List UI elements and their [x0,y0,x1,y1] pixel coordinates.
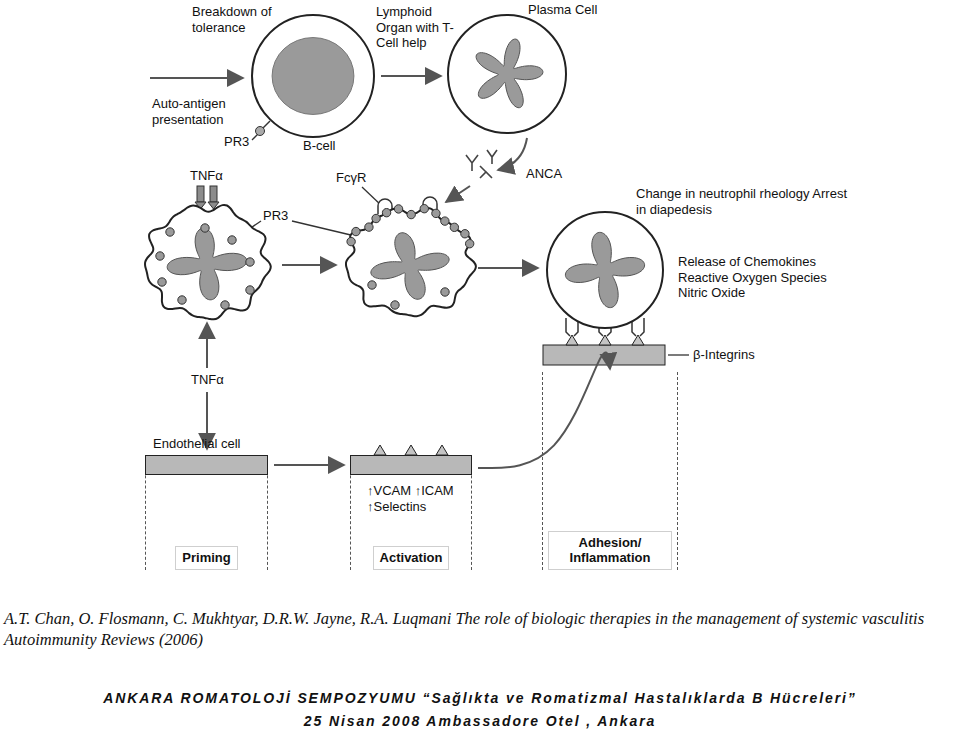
leader-line [668,354,689,355]
endothelial-band [543,345,665,365]
heading: Breakdown of tolerance [192,4,274,35]
cell-outline [251,14,375,138]
integrin [599,335,611,345]
pr3-dot [228,236,236,244]
arrow [206,323,208,368]
stage-panel: Adhesion/ Inflammation [542,372,678,570]
citation: A.T. Chan, O. Flosmann, C. Mukhtyar, D.R… [4,609,956,650]
pr3-dot [156,252,164,260]
antibody [466,155,478,171]
pr3-dot [368,281,376,289]
b-cell: B-cell [251,14,375,138]
endothelial-band [145,455,268,475]
plasma-cell: Plasma Cell [447,14,567,134]
pr3-dot [382,208,390,216]
arrow [150,77,243,79]
cell-membrane [448,15,566,133]
cell-membrane [252,15,374,137]
footer-date: 25 Nisan 2008 Ambassadore Otel , Ankara [0,713,960,730]
integrin [632,335,644,345]
tnf-receptors [195,186,219,209]
flow-arrow [381,75,441,77]
stage-label: Priming [175,546,237,570]
arrow [446,186,470,202]
bump [374,445,386,455]
pr3-dot [465,240,473,248]
pr3-dot [178,296,186,304]
callout-label: PR3 [263,208,288,224]
anca-antibodies [466,150,497,178]
nucleus [272,38,354,115]
cell-label: B-cell [303,138,336,154]
arrow [498,138,527,170]
receptor [210,186,217,202]
callout-label: Endothelial cell [153,436,240,452]
callout-label: PR3 [224,134,249,150]
heading: Lymphoid Organ with T-Cell help [376,4,456,51]
pr3-dot [347,237,355,245]
pr3-dot [221,301,229,309]
pr3-dot [201,224,209,232]
nucleus [167,228,247,300]
antibody [487,150,497,164]
arrow [282,264,336,266]
neutrophils [145,204,663,328]
pr3-dot [365,223,373,231]
note: Change in neutrophil rheology Arrest in … [636,186,851,217]
cell-outline [447,14,567,134]
pr3-dot [461,230,469,238]
antibody [480,166,492,178]
stage-label: Adhesion/ Inflammation [548,531,672,570]
pr3-dot [372,214,380,222]
process-arrows [150,78,538,449]
footer-title: ANKARA ROMATOLOJİ SEMPOZYUMU “Sağlıkta v… [0,690,960,707]
receptor-stem [263,121,270,128]
nucleus [476,39,543,108]
bump [436,445,448,455]
pr3-dot [158,278,166,286]
pr3-dot [246,258,254,266]
endothelial-band [350,455,472,475]
pr3-dot [394,205,402,213]
pr3-dot [420,204,428,212]
flow-arrow [274,464,344,466]
molecule-list: ↑VCAM ↑ICAM ↑Selectins [367,483,477,514]
integrin [566,335,578,345]
leader-line [292,221,355,236]
stage-panel: Priming [145,455,268,570]
stage-label: Activation [373,546,450,570]
callout-label: TNFα [190,168,223,184]
note: Release of Chemokines Reactive Oxygen Sp… [678,254,848,301]
stage-panel: ↑VCAM ↑ICAM ↑SelectinsActivation [350,455,472,570]
pr3-dot [352,227,360,235]
nucleus [371,233,449,300]
pr3-dot [407,210,415,218]
neutrophil-outline [547,212,663,328]
pr3-dot [391,301,399,309]
pr3-dot [441,217,449,225]
neutrophil-outline [346,208,476,316]
adhesion-molecules [374,335,665,455]
pr3-dot [246,286,254,294]
bump [405,445,417,455]
pr3-dot [432,209,440,217]
flow-arrow [478,353,610,468]
callout-label: β-Integrins [693,347,755,363]
callout-label: FcγR [336,170,366,186]
pr3-dot [166,228,174,236]
note: Auto-antigen presentation [152,96,248,127]
neutrophil-outline [145,205,271,319]
nucleus [565,232,644,307]
pr3-dot [450,223,458,231]
callout-label: ANCA [526,166,562,182]
leader-lines [236,134,689,355]
pr3-dot [256,127,265,136]
arrow [478,267,538,269]
callout-label: TNFα [191,372,224,388]
pr3-dot [441,288,449,296]
receptor [197,186,204,202]
cell-label: Plasma Cell [528,2,597,18]
pr3-receptor [256,121,271,136]
